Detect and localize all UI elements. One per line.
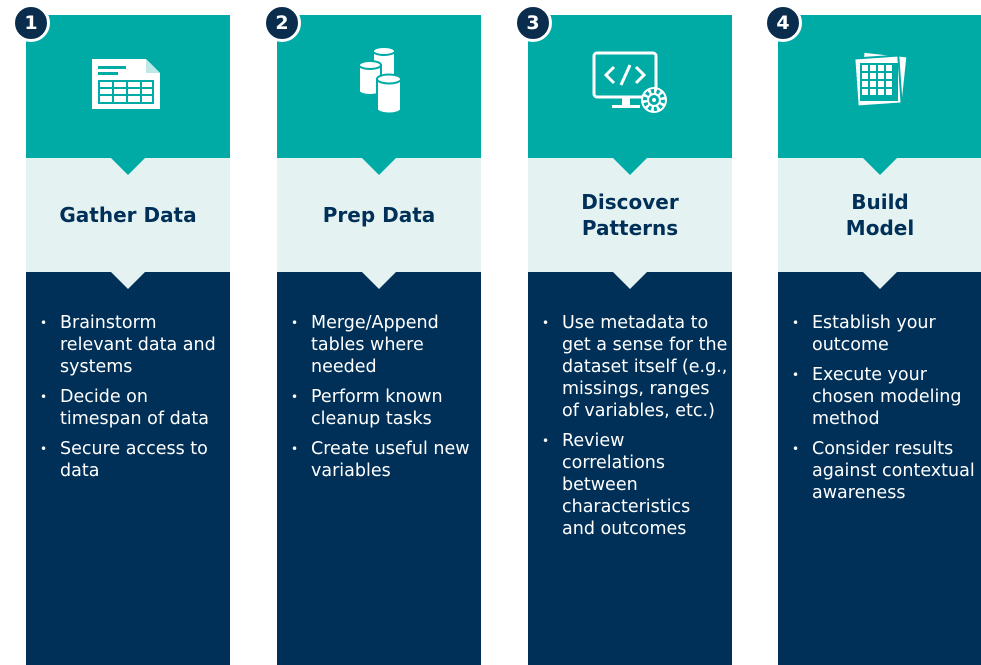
step-title: Discover Patterns [581,190,679,240]
down-arrow [362,158,396,175]
list-item: Establish your outcome [790,312,978,356]
step-bullet-list: Establish your outcome Execute your chos… [778,312,981,512]
down-arrow [111,158,145,175]
list-item: Brainstorm relevant data and systems [38,312,226,378]
step-title: Prep Data [322,203,436,227]
step-bullet-list: Use metadata to get a sense for the data… [528,312,732,548]
step-title-band [528,158,732,272]
down-arrow [863,158,897,175]
list-item: Use metadata to get a sense for the data… [540,312,728,422]
list-item: Perform known cleanup tasks [289,386,477,430]
step-column-prep-data: 2 Prep Data Merge/Append tables where ne… [263,0,481,665]
code-monitor-gear-icon [588,45,672,119]
down-arrow [613,272,647,289]
step-number-badge: 2 [263,4,301,42]
step-bullet-list: Merge/Append tables where needed Perform… [277,312,481,490]
step-number-badge: 4 [764,4,802,42]
step-title: Gather Data [59,203,197,227]
step-bullet-list: Brainstorm relevant data and systems Dec… [26,312,230,490]
down-arrow [613,158,647,175]
list-item: Secure access to data [38,438,226,482]
step-column-discover-patterns: 3 Discover Patterns Use metadata to get … [514,0,732,665]
down-arrow [362,272,396,289]
step-title-band [26,158,230,272]
step-header-band [528,15,732,158]
stacked-grid-documents-icon [838,45,922,119]
step-column-build-model: 4 Build Model Establish your outcome Exe… [764,0,981,665]
step-title-band [277,158,481,272]
list-item: Consider results against contextual awar… [790,438,978,504]
down-arrow [863,272,897,289]
list-item: Merge/Append tables where needed [289,312,477,378]
step-number-badge: 1 [12,4,50,42]
step-title-band [778,158,981,272]
list-item: Create useful new variables [289,438,477,482]
down-arrow [111,272,145,289]
step-title: Build Model [845,190,915,240]
step-number-badge: 3 [514,4,552,42]
step-column-gather-data: 1 Gather Data Brainstorm relevant data a… [12,0,230,665]
list-item: Execute your chosen modeling method [790,364,978,430]
database-cylinders-icon [337,45,421,119]
list-item: Review correlations between characterist… [540,430,728,540]
list-item: Decide on timespan of data [38,386,226,430]
spreadsheet-icon [86,45,170,119]
